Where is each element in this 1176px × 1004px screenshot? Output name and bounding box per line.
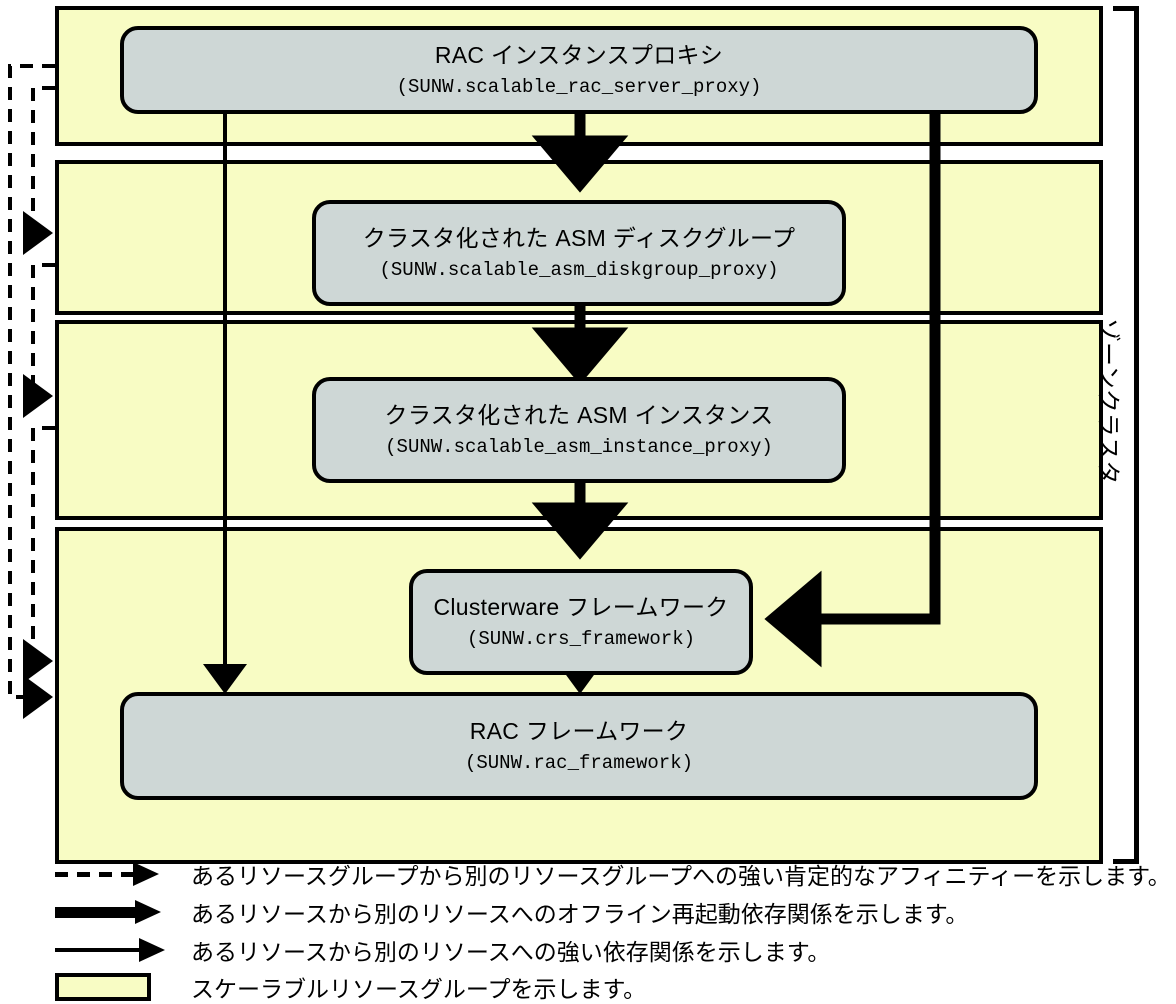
resource-title: Clusterware フレームワーク [433, 593, 729, 620]
thin-arrow-icon [55, 934, 177, 966]
thick-arrow-icon [55, 896, 177, 928]
resource-clustered-asm-diskgroup[interactable]: クラスタ化された ASM ディスクグループ (SUNW.scalable_asm… [312, 200, 846, 306]
legend-item-strong-dependency: あるリソースから別のリソースへの強い依存関係を示します。 [55, 934, 830, 966]
dashed-arrow-icon [55, 858, 177, 890]
resource-clustered-asm-instance[interactable]: クラスタ化された ASM インスタンス (SUNW.scalable_asm_i… [312, 377, 846, 483]
resource-title: RAC インスタンスプロキシ [434, 41, 724, 68]
arrow-racproxy-to-clusterware [764, 113, 941, 668]
affinity-racproxy-group-to-asmdiskgroup-group [23, 86, 55, 255]
zone-cluster-bracket [1113, 6, 1139, 864]
yellow-swatch-icon [55, 971, 177, 1003]
legend-item-scalable-group: スケーラブルリソースグループを示します。 [55, 971, 646, 1003]
resource-rac-framework[interactable]: RAC フレームワーク (SUNW.rac_framework) [120, 692, 1038, 800]
resource-title: クラスタ化された ASM ディスクグループ [362, 224, 796, 251]
zone-cluster-label: ゾーンクラスタ [1094, 318, 1121, 485]
legend-item-affinity: あるリソースグループから別のリソースグループへの強い肯定的なアフィニティーを示し… [55, 858, 1171, 890]
affinity-asminstance-group-to-framework-group [23, 426, 55, 683]
legend: あるリソースグループから別のリソースグループへの強い肯定的なアフィニティーを示し… [0, 850, 1176, 1002]
resource-title: RAC フレームワーク [469, 717, 689, 744]
resource-type: (SUNW.scalable_rac_server_proxy) [396, 75, 762, 98]
resource-clusterware-framework[interactable]: Clusterware フレームワーク (SUNW.crs_framework) [409, 569, 753, 675]
resource-type: (SUNW.scalable_asm_instance_proxy) [385, 435, 773, 458]
legend-item-label: あるリソースから別のリソースへのオフライン再起動依存関係を示します。 [191, 901, 969, 927]
resource-rac-instance-proxy[interactable]: RAC インスタンスプロキシ (SUNW.scalable_rac_server… [120, 26, 1038, 114]
legend-item-label: スケーラブルリソースグループを示します。 [191, 976, 647, 1002]
affinity-racproxy-group-to-framework-group-outer [8, 64, 55, 719]
resource-title: クラスタ化された ASM インスタンス [384, 401, 774, 428]
connector-layer [8, 64, 941, 719]
resource-type: (SUNW.rac_framework) [464, 751, 694, 774]
resource-type: (SUNW.scalable_asm_diskgroup_proxy) [379, 258, 779, 281]
legend-item-label: あるリソースから別のリソースへの強い依存関係を示します。 [191, 939, 831, 965]
resource-type: (SUNW.crs_framework) [466, 627, 696, 650]
legend-item-label: あるリソースグループから別のリソースグループへの強い肯定的なアフィニティーを示し… [191, 863, 1171, 889]
legend-item-offline-restart: あるリソースから別のリソースへのオフライン再起動依存関係を示します。 [55, 896, 968, 928]
architecture-diagram: RAC インスタンスプロキシ (SUNW.scalable_rac_server… [8, 6, 1139, 864]
affinity-asmdiskgroup-group-to-asminstance-group [23, 263, 55, 418]
